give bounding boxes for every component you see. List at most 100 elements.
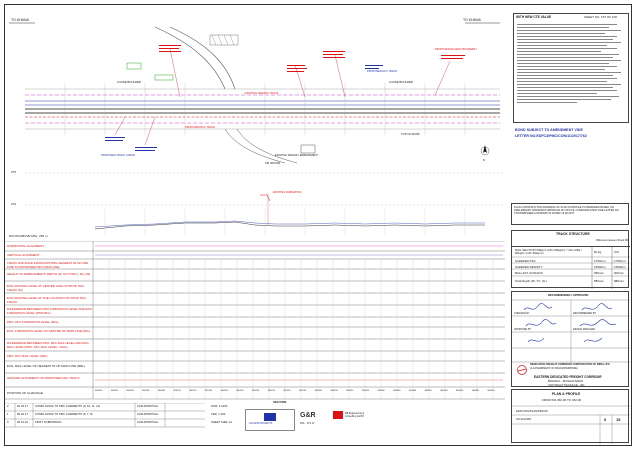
track-row-v2: UIC [614, 250, 620, 254]
chainage-label: 360500 [487, 390, 495, 392]
rev-purpose: FOR APPROVAL [137, 404, 159, 408]
chainage-label: 360060 [142, 390, 150, 392]
road-label-1: LOOSE BOULDER [117, 80, 141, 84]
chainage-label: 360200 [251, 390, 260, 392]
consultant1-name: GAYATRI PROJECTS [249, 422, 273, 425]
rev-number: 2 [7, 404, 9, 408]
rev-date: 30.12.16 [17, 420, 28, 424]
track-row-v1: 1660/km [594, 265, 606, 269]
red-annotation-3: PROPOSED RAILWAY BOUNDARY [435, 48, 477, 51]
culvert-label-1: PROPOSED TRACK CURVE [101, 154, 135, 157]
project-sub2: CONTRACT PACKAGE - 301 [548, 383, 585, 387]
row-label-exg-formation-level: EXG. FORMATION LEVEL OF CENTRE OF MAIN L… [7, 329, 91, 333]
chainage-label: 360140 [204, 390, 213, 392]
red-annotation-1: PROPOSED DFC TRACK [185, 126, 216, 129]
drawing-sheet: 15 [616, 417, 621, 422]
consultant-logo-2: G&R DCL · TPL JV [297, 409, 327, 429]
rev-date: 20.03.17 [17, 404, 28, 408]
rev-description: FIRST SUBMISSION [35, 420, 62, 424]
chainage-label: 360180 [236, 390, 244, 392]
vertical-scale: VER. 1:100 [211, 412, 226, 416]
track-row-label: SLEEPER PSC [515, 259, 536, 263]
track-row-v1: 60 kg [594, 250, 602, 254]
consultant4-name: DCL · TPL JV [300, 422, 315, 425]
consultant2-name: G&R [300, 412, 316, 419]
section-label: SECTION [273, 400, 287, 404]
signature-header: RECOMMENDED / APPROVED [548, 293, 589, 297]
amendment-stamp-line2: LETTER NO.EDFC3/PMC/CON/11/2017/762 [515, 134, 587, 138]
row-label-track-distance: TRACK DISTANCE FROM EXISTING NEAREST IR … [7, 261, 89, 269]
chainage-label: 360480 [471, 390, 479, 392]
culvert-label-2: EXISTING RAILWAY EMBANKMENT [275, 154, 318, 157]
chainage-label: 360240 [283, 390, 291, 392]
consultant-logo-1: GAYATRI PROJECTS [245, 409, 295, 431]
chainage-label: 360220 [267, 390, 275, 392]
left-direction-label: TO KHANA [11, 18, 29, 22]
track-row-v1: 350mm [594, 271, 605, 275]
chainage-label: 360300 [330, 390, 338, 392]
plan-view-drawing [9, 22, 500, 164]
chainage-label: 360280 [314, 390, 322, 392]
project-title: EASTERN DEDICATED FREIGHT CORRIDOR [534, 375, 602, 379]
rev-purpose: FOR APPROVAL [137, 412, 159, 416]
chainage-label: 360000 [95, 390, 103, 392]
chainage-label: 360020 [110, 390, 118, 392]
approval-box-text: PLAN CONSTRUCTION DRAWING OF PLAN & PROF… [514, 206, 620, 216]
role-approved: APPROVED BY [514, 328, 532, 331]
row-label-difference-formation: DIFFERENCE BETWEEN PRO FORMATION LEVEL A… [7, 307, 93, 315]
track-structure-title: TRACK STRUCTURE [556, 232, 590, 236]
row-label-exg-ground-level-center: EXG GROUND LEVEL AT CENTER LINE OF PROP.… [7, 284, 85, 292]
row-label-chainage: POSITION OF CHAINAGE [7, 391, 43, 395]
rev-purpose: FOR APPROVAL [137, 420, 159, 424]
consultant-logo-3: DB Engineering & Consulting GmbH [331, 409, 371, 429]
sheet-no: SHEET NO. 15T OF 100 [584, 15, 617, 19]
track-row-label: SLEEPER DENSITY [515, 265, 543, 269]
track-structure-col-header: Difference between IR and DfC [596, 239, 630, 242]
notes-text-lines [517, 24, 621, 103]
chainage-label: 360360 [377, 390, 385, 392]
notes-title: WITH NEW CTE VALUE [516, 15, 552, 19]
track-row-v2: 1750mm [614, 259, 626, 263]
track-row-v2: 1660/km [614, 265, 626, 269]
sheet-size: SHEET SIZE: A1 [211, 420, 233, 424]
authority-sub: (A GOVERNMENT OF INDIA ENTERPRISE) [530, 367, 578, 370]
chainage-label: 360320 [346, 390, 354, 392]
chainage-label: 360100 [173, 390, 181, 392]
row-label-vertical-alignment: VERTICAL ALIGNMENT [7, 253, 40, 257]
track-row-label: Total Depth (Rl, TC, SL) [515, 279, 547, 283]
chainage-label: 360420 [424, 390, 432, 392]
row-label-pro-rail-level: PRO. DFC RAIL LEVEL (RRL) [7, 354, 48, 358]
culvert-label-3: PROPOSED DFC TRACK [367, 70, 398, 73]
road-label-3: TOP OF BANK [401, 132, 420, 136]
track-row-label: RAIL SECTION 68kg/m (UIC 60kg/m) / UIC L… [515, 248, 582, 256]
role-checked: CHECKED BY [514, 312, 530, 315]
chainage-label: 360340 [361, 390, 370, 392]
row-label-horizontal-alignment: HORIZONTAL ALIGNMENT [7, 244, 45, 248]
row-label-difference-rail-level: DIFFERENCE BETWEEN PRO. DFC RAIL LEVEL A… [7, 341, 90, 349]
track-structure-table: TRACK STRUCTURE Difference between IR an… [511, 230, 630, 289]
chainage-label: 360400 [408, 390, 417, 392]
project-sub1: BHADAN – MUGHALSARAI [548, 379, 584, 383]
drawing-sheet: TO KHANA TO KHANA [4, 4, 632, 446]
chainage-label: 360440 [440, 390, 448, 392]
chainage-label: 360040 [126, 390, 134, 392]
chainage-label: 360080 [157, 390, 166, 392]
approval-box: PLAN CONSTRUCTION DRAWING OF PLAN & PROF… [511, 203, 629, 225]
north-label: N [483, 158, 486, 162]
chainage-label: 360160 [220, 390, 228, 392]
track-row-label: BALLAST CUSHION [515, 271, 543, 275]
chainage-label: 360380 [393, 390, 401, 392]
drawing-number: EDFC/301/PLAN/PRO/15 [516, 409, 548, 413]
profile-scale-top: 275 [11, 170, 17, 174]
red-annotation-2: EXISTING RAILWAY TRACK [245, 92, 279, 95]
chainage-label: 360460 [455, 390, 464, 392]
row-label-ground-alignment: GROUND ALIGNMENT OR PROPOSED DFC TRACK [7, 376, 80, 380]
road-label-2: LOOSE BOULDER [389, 80, 413, 84]
title-block: PLAN & PROFILE FROM KM 360.00 TO 362.00 … [511, 389, 630, 444]
amendment-stamp-line1: BOND SUBJECT TO AMENDMENT VIDE [515, 128, 583, 132]
chainage-label: 360120 [189, 390, 197, 392]
track-row-v1: 880mm [594, 279, 605, 283]
profile-data-table: HORIZONTAL ALIGNMENT VERTICAL ALIGNMENT … [5, 241, 505, 401]
authority-name: DEDICATED FREIGHT CORRIDOR CORPORATION O… [530, 363, 611, 366]
drawing-title: PLAN & PROFILE [552, 392, 581, 396]
